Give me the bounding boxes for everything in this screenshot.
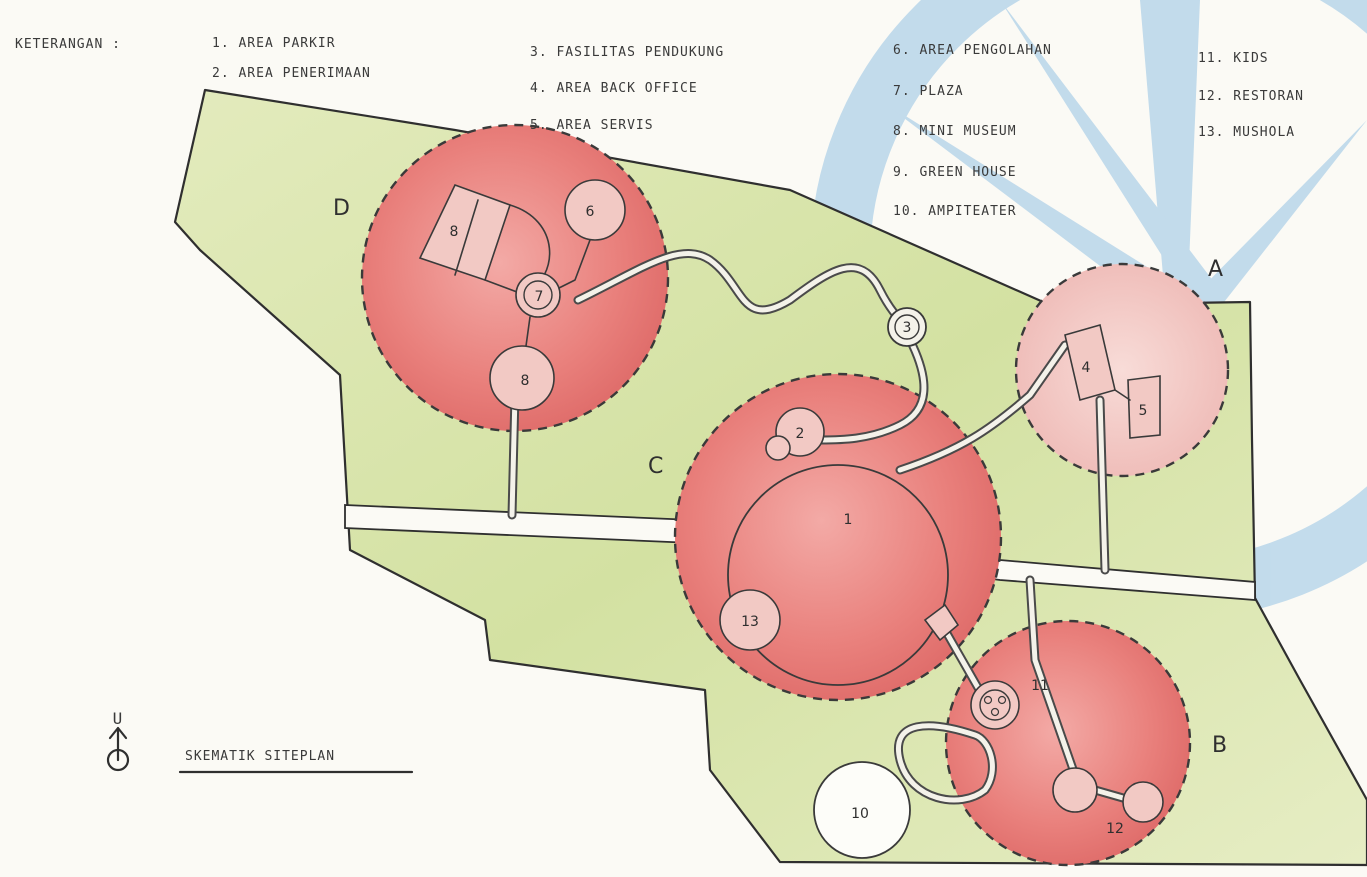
label-1: 1 — [844, 512, 853, 528]
node-11-kids — [970, 680, 1020, 730]
legend-item-7: 7. PLAZA — [893, 84, 964, 99]
node-12-restaurant — [1052, 767, 1164, 823]
legend-item-13: 13. MUSHOLA — [1198, 125, 1295, 140]
zone-label-d: D — [333, 196, 350, 221]
node-5 — [1127, 375, 1161, 439]
zone-label-b: B — [1212, 733, 1227, 758]
label-12: 12 — [1106, 821, 1124, 837]
legend-item-9: 9. GREEN HOUSE — [893, 165, 1017, 180]
label-10: 10 — [851, 806, 869, 822]
zone-a — [1014, 262, 1230, 478]
legend-item-8: 8. MINI MUSEUM — [893, 124, 1017, 139]
label-3: 3 — [903, 320, 912, 336]
caption-text: SKEMATIK SITEPLAN — [185, 749, 335, 764]
circulation-paths — [507, 249, 1135, 805]
node-6 — [564, 179, 626, 241]
node-2-reception — [765, 407, 825, 461]
legend-title: KETERANGAN : — [15, 37, 121, 52]
legend-item-6: 6. AREA PENGOLAHAN — [893, 43, 1052, 58]
legend-item-12: 12. RESTORAN — [1198, 89, 1304, 104]
zone-label-a: A — [1208, 257, 1223, 282]
legend-item-2: 2. AREA PENERIMAAN — [212, 66, 371, 81]
legend-item-10: 10. AMPITEATER — [893, 204, 1017, 219]
label-11: 11 — [1031, 678, 1049, 694]
label-8-greenhouse: 8 — [450, 224, 459, 240]
node-10-amphitheater — [813, 761, 911, 859]
caption: SKEMATIK SITEPLAN — [178, 749, 414, 774]
node-8-museum — [489, 345, 555, 411]
label-4: 4 — [1082, 360, 1091, 376]
legend: KETERANGAN : 1. AREA PARKIR 2. AREA PENE… — [15, 36, 1304, 219]
node-7-plaza — [515, 272, 561, 318]
zone-label-c: C — [648, 454, 663, 479]
node-3 — [887, 307, 927, 347]
label-5: 5 — [1139, 403, 1148, 419]
node-8-greenhouse-block — [418, 184, 551, 296]
north-label: U — [113, 709, 124, 728]
label-8-museum: 8 — [521, 373, 530, 389]
node-13 — [719, 589, 781, 651]
legend-item-3: 3. FASILITAS PENDUKUNG — [530, 45, 724, 60]
label-13: 13 — [741, 614, 759, 630]
legend-item-11: 11. KIDS — [1198, 51, 1269, 66]
north-arrow-icon: U — [106, 709, 130, 772]
legend-item-4: 4. AREA BACK OFFICE — [530, 81, 698, 96]
label-6: 6 — [586, 204, 595, 220]
label-2: 2 — [796, 426, 805, 442]
legend-item-1: 1. AREA PARKIR — [212, 36, 336, 51]
label-7: 7 — [535, 289, 544, 305]
legend-item-5: 5. AREA SERVIS — [530, 118, 654, 133]
node-1-parking — [727, 464, 949, 686]
node-square — [923, 603, 960, 642]
